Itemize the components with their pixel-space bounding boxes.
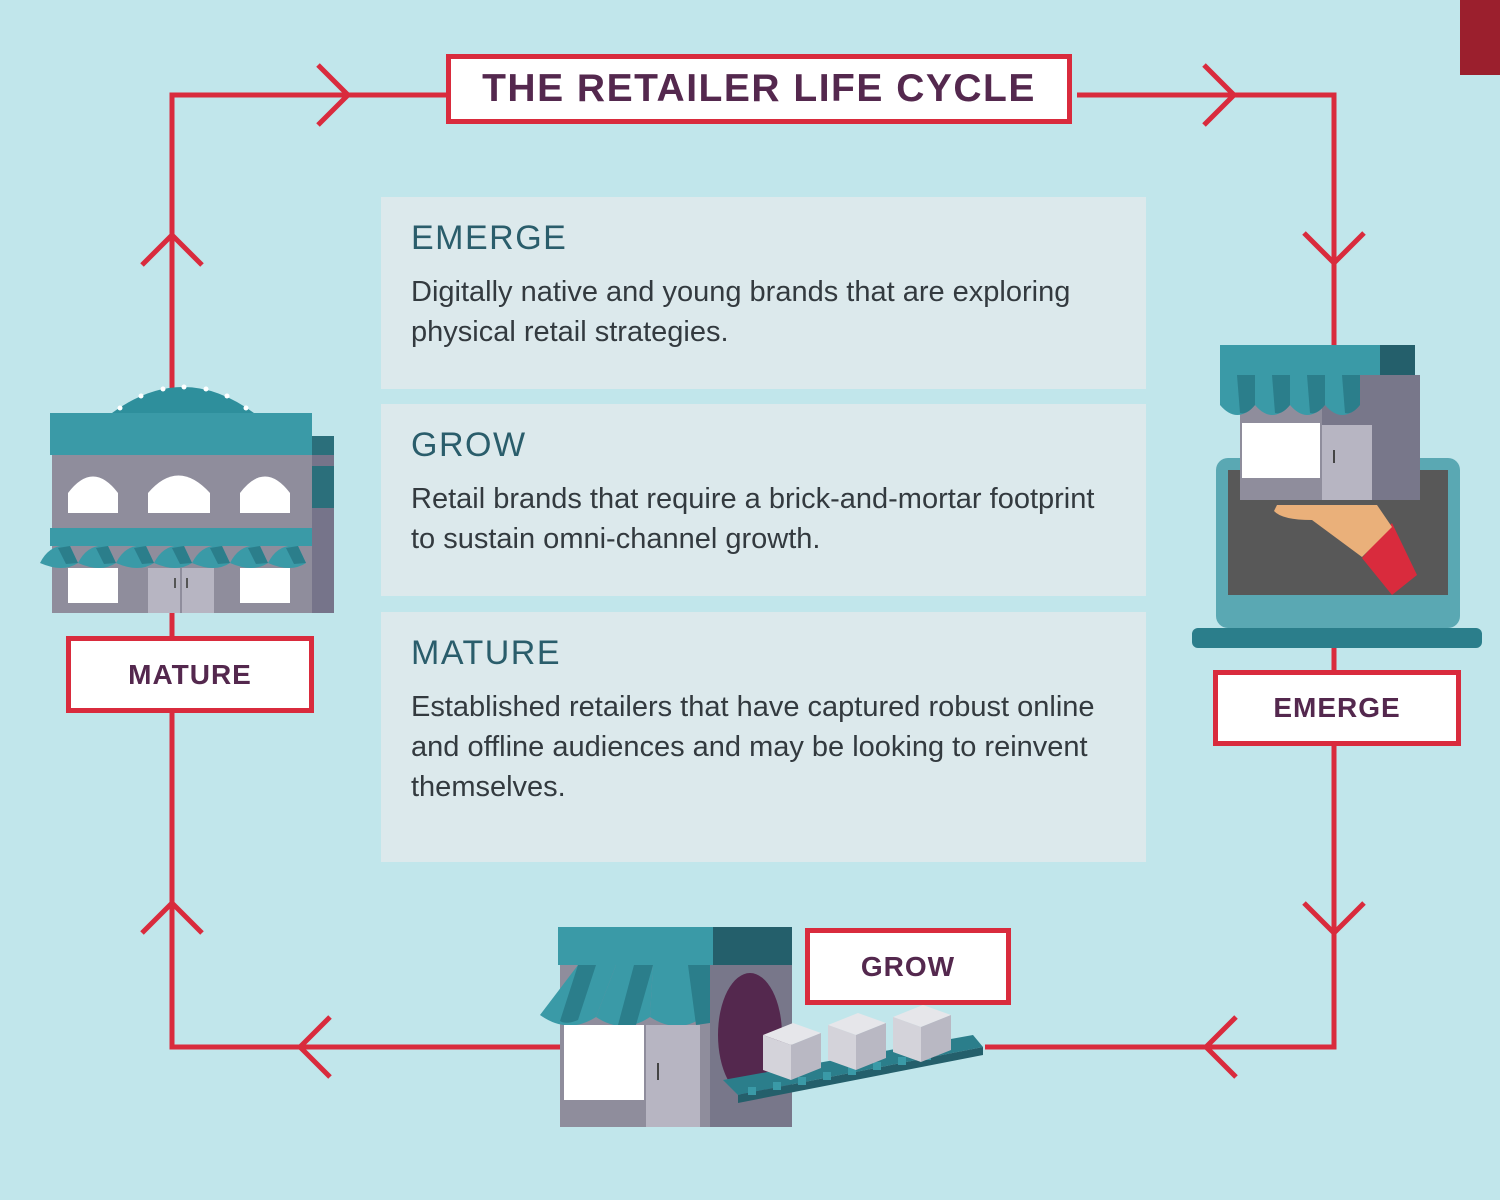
- stage-card-grow: GROW Retail brands that require a brick-…: [381, 404, 1146, 596]
- cycle-line-bottom-right: [985, 745, 1337, 1050]
- stage-description: Retail brands that require a brick-and-m…: [411, 483, 1095, 555]
- box-icon: [893, 1005, 951, 1062]
- stage-card-emerge: EMERGE Digitally native and young brands…: [381, 197, 1146, 389]
- page-title: THE RETAILER LIFE CYCLE: [482, 67, 1036, 110]
- arrow-down-icon: [1302, 231, 1366, 267]
- arrow-up-icon: [140, 899, 204, 935]
- cycle-line-bottom-left: [169, 713, 560, 1050]
- title-box: THE RETAILER LIFE CYCLE: [446, 54, 1072, 124]
- arrow-right-icon: [316, 63, 352, 127]
- stage-description: Established retailers that have captured…: [411, 691, 1095, 803]
- stage-heading: EMERGE: [411, 219, 568, 257]
- arrow-up-icon: [140, 231, 204, 267]
- cycle-label-text: MATURE: [128, 658, 252, 690]
- arrow-left-icon: [1202, 1015, 1238, 1079]
- stage-card-mature: MATURE Established retailers that have c…: [381, 612, 1146, 862]
- cycle-label-grow: GROW: [805, 928, 1011, 1005]
- box-icon: [763, 1023, 821, 1080]
- cycle-label-emerge: EMERGE: [1213, 670, 1461, 746]
- arrow-right-icon: [1202, 63, 1238, 127]
- stage-heading: MATURE: [411, 634, 562, 672]
- department-store-icon: [40, 384, 334, 613]
- arrow-left-icon: [296, 1015, 332, 1079]
- arrow-down-icon: [1302, 901, 1366, 937]
- cycle-label-text: EMERGE: [1273, 692, 1401, 723]
- box-icon: [828, 1013, 886, 1070]
- stage-heading: GROW: [411, 426, 527, 464]
- laptop-storefront-hand-icon: [1192, 345, 1482, 648]
- storefront-conveyor-boxes-icon: [540, 927, 983, 1127]
- cycle-label-mature: MATURE: [66, 636, 314, 713]
- corner-tab: [1460, 0, 1500, 75]
- stage-description: Digitally native and young brands that a…: [411, 276, 1071, 348]
- cycle-label-text: GROW: [860, 950, 956, 982]
